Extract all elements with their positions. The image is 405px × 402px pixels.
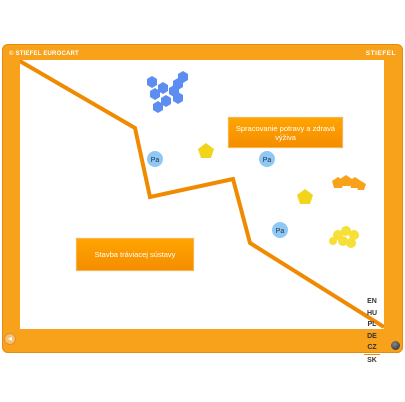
brand-text: © STIEFEL EUROCART: [9, 51, 79, 57]
dot-icon[interactable]: [391, 341, 400, 350]
digestive-diagram: Pa Pa Pa: [20, 60, 384, 329]
hexagon: [150, 88, 160, 100]
language-selector: EN HU PL DE CZ SK: [364, 296, 380, 366]
hexagon: [173, 78, 183, 90]
yellow-circle-cluster: [329, 226, 359, 248]
hexagon: [173, 92, 183, 104]
pa-molecule: Pa: [272, 222, 288, 238]
hexagon: [158, 82, 168, 94]
digestive-structure-button[interactable]: Stavba tráviacej sústavy: [76, 238, 194, 271]
hexagon: [153, 101, 163, 113]
hexagon: [161, 95, 171, 107]
divider-path: [20, 60, 384, 329]
yellow-pentagon: [297, 189, 313, 204]
pa-text: Pa: [263, 157, 272, 164]
food-processing-button[interactable]: Spracovanie potravy a zdravá výživa: [228, 117, 343, 148]
stiefel-logo: STIEFEL: [365, 50, 396, 57]
left-arrow-icon[interactable]: ◂: [4, 333, 16, 345]
blue-hexagon-cluster: [147, 71, 188, 113]
hexagon: [147, 76, 157, 88]
orange-pentagon-cluster: [332, 175, 366, 190]
pa-text: Pa: [276, 228, 285, 235]
content-panel: Pa Pa Pa Spracovanie potravy a zdravá vý…: [20, 60, 384, 366]
pa-molecule: Pa: [147, 151, 163, 167]
language-hu[interactable]: HU: [366, 309, 378, 317]
digestive-structure-label: Stavba tráviacej sústavy: [94, 250, 176, 259]
pa-text: Pa: [151, 157, 160, 164]
pa-molecule: Pa: [259, 151, 275, 167]
language-en[interactable]: EN: [367, 298, 377, 305]
language-sk[interactable]: SK: [364, 353, 380, 366]
yellow-pentagon: [198, 143, 214, 158]
food-processing-label: Spracovanie potravy a zdravá výživa: [235, 123, 336, 142]
language-cz[interactable]: CZ: [367, 344, 377, 351]
language-de[interactable]: DE: [367, 332, 377, 340]
language-pl[interactable]: PL: [367, 321, 377, 328]
